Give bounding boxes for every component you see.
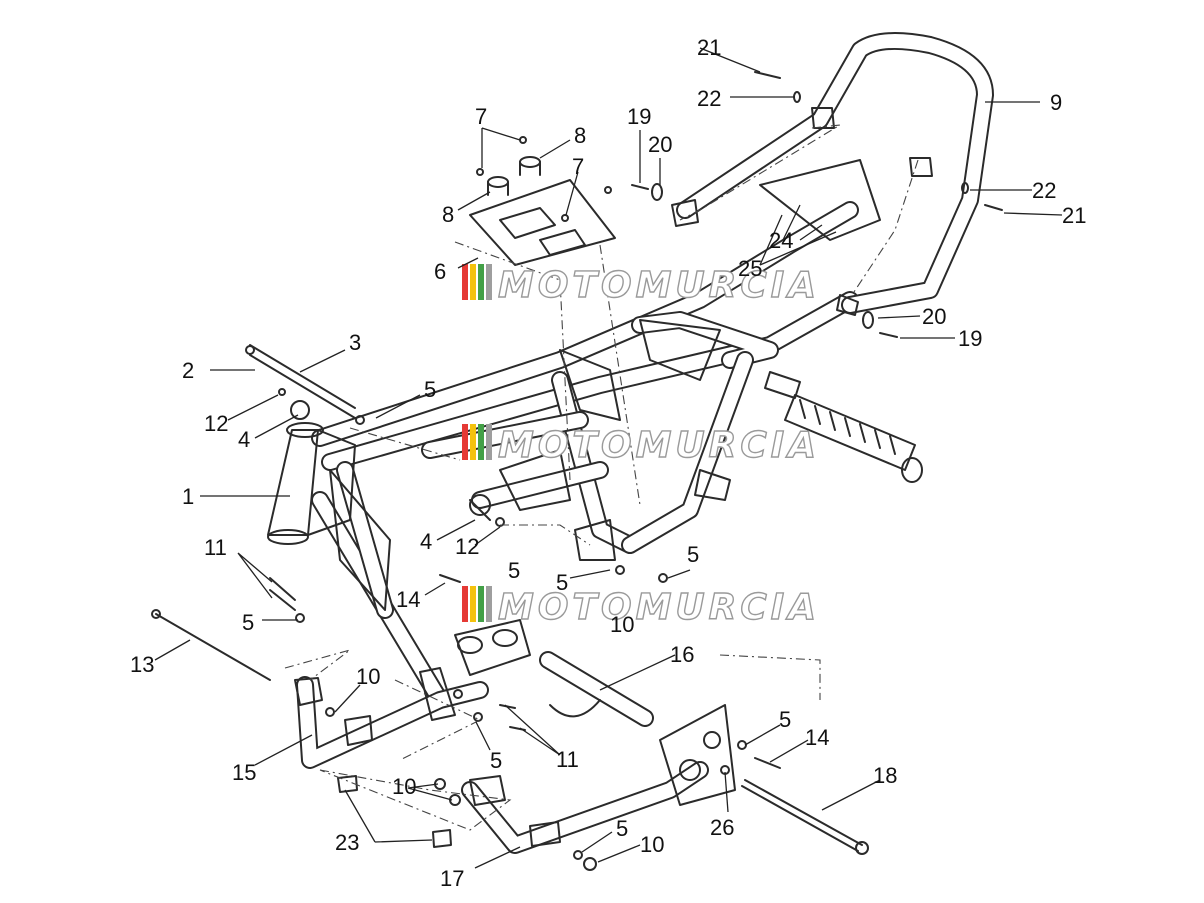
label-5: 5 bbox=[556, 570, 568, 595]
label-4: 4 bbox=[420, 529, 432, 554]
label-16: 16 bbox=[670, 642, 694, 667]
watermark-bottom: MOTOMURCIA bbox=[462, 586, 820, 629]
label-20: 20 bbox=[922, 304, 946, 329]
label-8: 8 bbox=[442, 202, 454, 227]
label-5: 5 bbox=[508, 558, 520, 583]
pivot-tube bbox=[539, 651, 654, 727]
label-22: 22 bbox=[1032, 178, 1056, 203]
long-bolt-rear bbox=[741, 779, 869, 855]
steering-head bbox=[267, 422, 356, 545]
label-14: 14 bbox=[396, 587, 420, 612]
rear-shock bbox=[764, 371, 923, 483]
watermark-top: MOTOMURCIA bbox=[462, 264, 820, 307]
label-18: 18 bbox=[873, 763, 897, 788]
label-21: 21 bbox=[697, 35, 721, 60]
label-23: 23 bbox=[335, 830, 359, 855]
label-7: 7 bbox=[572, 154, 584, 179]
watermark-text: MOTOMURCIA bbox=[498, 265, 820, 306]
label-10: 10 bbox=[640, 832, 664, 857]
label-10: 10 bbox=[356, 664, 380, 689]
label-2: 2 bbox=[182, 358, 194, 383]
label-14: 14 bbox=[805, 725, 829, 750]
bushings bbox=[290, 400, 491, 521]
label-6: 6 bbox=[434, 259, 446, 284]
label-7: 7 bbox=[475, 104, 487, 129]
engine-mount-bolts bbox=[245, 344, 356, 419]
label-5: 5 bbox=[616, 816, 628, 841]
leader-lines bbox=[154, 47, 1063, 869]
grab-handle bbox=[671, 32, 994, 314]
label-10: 10 bbox=[610, 612, 634, 637]
label-5: 5 bbox=[687, 542, 699, 567]
watermark-middle: MOTOMURCIA bbox=[462, 424, 820, 467]
front-cradle bbox=[294, 676, 489, 769]
label-22: 22 bbox=[697, 86, 721, 111]
long-bolt-front bbox=[151, 609, 271, 681]
label-8: 8 bbox=[574, 123, 586, 148]
label-15: 15 bbox=[232, 760, 256, 785]
label-5: 5 bbox=[242, 610, 254, 635]
label-5: 5 bbox=[779, 707, 791, 732]
alignment-lines bbox=[284, 124, 919, 831]
label-26: 26 bbox=[710, 815, 734, 840]
label-1: 1 bbox=[182, 484, 194, 509]
label-21: 21 bbox=[1062, 203, 1086, 228]
label-3: 3 bbox=[349, 330, 361, 355]
label-24: 24 bbox=[769, 228, 793, 253]
battery-tray bbox=[469, 136, 616, 266]
label-19: 19 bbox=[958, 326, 982, 351]
label-4: 4 bbox=[238, 427, 250, 452]
watermark-text: MOTOMURCIA bbox=[498, 587, 820, 628]
label-12: 12 bbox=[455, 534, 479, 559]
label-13: 13 bbox=[130, 652, 154, 677]
part-labels: 1 2 3 4 4 5 5 5 5 5 5 5 5 6 7 7 8 8 9 10… bbox=[130, 35, 1086, 891]
main-frame bbox=[311, 159, 881, 709]
label-19: 19 bbox=[627, 104, 651, 129]
label-25: 25 bbox=[738, 256, 762, 281]
label-11: 11 bbox=[556, 747, 579, 772]
center-bracket bbox=[454, 619, 531, 676]
label-5: 5 bbox=[490, 748, 502, 773]
fasteners bbox=[269, 388, 668, 623]
label-9: 9 bbox=[1050, 90, 1062, 115]
label-11: 11 bbox=[204, 535, 227, 560]
label-17: 17 bbox=[440, 866, 464, 891]
label-5: 5 bbox=[424, 377, 436, 402]
label-10: 10 bbox=[392, 774, 416, 799]
watermark-text: MOTOMURCIA bbox=[498, 425, 820, 466]
handle-fasteners bbox=[631, 71, 1003, 338]
rear-cradle bbox=[461, 704, 736, 854]
label-12: 12 bbox=[204, 411, 228, 436]
label-20: 20 bbox=[648, 132, 672, 157]
